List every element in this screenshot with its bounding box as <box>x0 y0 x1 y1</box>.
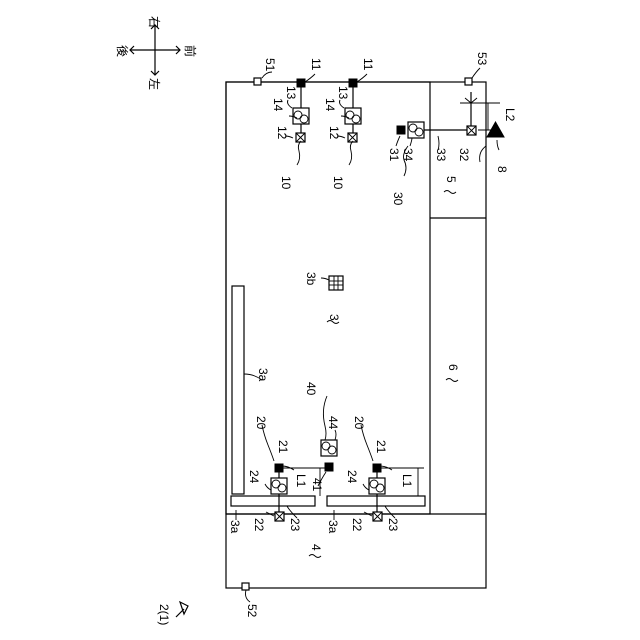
label-3a-left: 3a <box>228 520 242 534</box>
compass-right: 右 <box>147 16 162 28</box>
label-21-a: 21 <box>276 440 290 454</box>
label-24-b: 24 <box>345 470 359 484</box>
wall-3a-bottom-right <box>327 496 425 506</box>
label-52: 52 <box>245 604 259 618</box>
reference-arrow-icon <box>176 602 188 617</box>
label-L1-a: L1 <box>294 474 308 488</box>
label-5: 5 <box>444 176 458 183</box>
label-L1-b: L1 <box>400 474 414 488</box>
label-11-a: 11 <box>309 58 323 71</box>
label-31: 31 <box>387 148 401 162</box>
label-12-b: 12 <box>327 126 341 140</box>
sensor-53 <box>465 78 472 85</box>
label-22-b: 22 <box>350 518 364 532</box>
label-20-a: 20 <box>254 416 268 430</box>
label-ref-main: 2(1) <box>157 604 171 625</box>
label-3a-mid: 3a <box>326 520 340 534</box>
label-13-b: 13 <box>336 86 350 100</box>
label-53: 53 <box>475 52 489 66</box>
label-8: 8 <box>495 166 509 173</box>
compass: 右 後 前 左 <box>115 16 198 90</box>
sensor-52 <box>242 583 249 590</box>
label-23-b: 23 <box>386 518 400 532</box>
labels: 51 11 11 53 14 13 12 14 13 12 10 10 31 3… <box>157 52 517 625</box>
label-24-a: 24 <box>247 470 261 484</box>
wall-3a-vertical <box>232 286 244 494</box>
label-33: 33 <box>434 148 448 162</box>
label-11-b: 11 <box>361 58 375 71</box>
unit-40 <box>321 440 337 471</box>
label-41: 41 <box>310 478 324 492</box>
label-34: 34 <box>401 148 415 162</box>
wall-3a-bottom-left <box>231 496 315 506</box>
label-32: 32 <box>457 148 471 162</box>
floor-marker-3b <box>329 276 343 290</box>
label-10-a: 10 <box>279 176 293 190</box>
compass-back: 後 <box>115 45 129 57</box>
label-14-a: 14 <box>271 98 285 112</box>
unit-30 <box>397 92 500 138</box>
label-40: 40 <box>304 382 318 396</box>
label-44: 44 <box>326 416 340 430</box>
label-20-b: 20 <box>352 416 366 430</box>
label-6: 6 <box>446 364 460 371</box>
unit-20-left <box>271 464 326 521</box>
label-3b: 3b <box>304 272 318 286</box>
label-3a-vertical: 3a <box>256 368 270 382</box>
unit-20-right <box>369 464 424 521</box>
label-L2: L2 <box>503 108 517 122</box>
marker-8-triangle <box>487 122 504 137</box>
label-22-a: 22 <box>252 518 266 532</box>
label-51: 51 <box>263 58 277 72</box>
compass-left: 左 <box>147 78 162 90</box>
label-13-a: 13 <box>284 86 298 100</box>
label-14-b: 14 <box>323 98 337 112</box>
label-3: 3 <box>327 314 341 321</box>
label-30: 30 <box>391 192 405 206</box>
compass-front: 前 <box>183 45 198 57</box>
label-12-a: 12 <box>275 126 289 140</box>
label-21-b: 21 <box>374 440 388 454</box>
label-23-a: 23 <box>288 518 302 532</box>
label-10-b: 10 <box>331 176 345 190</box>
sensor-51 <box>254 78 261 85</box>
label-4: 4 <box>309 544 323 551</box>
